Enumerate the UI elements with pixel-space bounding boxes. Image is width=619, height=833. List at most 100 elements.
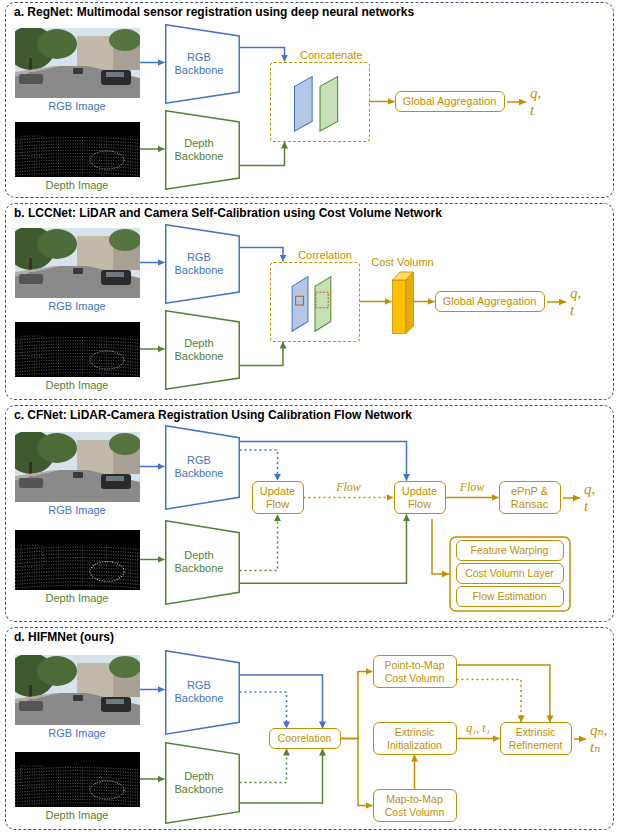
- scan-line: [15, 557, 140, 560]
- scan-line: [15, 550, 140, 553]
- car: [101, 70, 131, 85]
- process-box: Map-to-Map Cost Volumn: [373, 789, 457, 821]
- connector: [240, 514, 278, 570]
- backbone-outline: [165, 742, 239, 822]
- figure-panel: RGB ImageDepth ImageRGB BackboneDepth Ba…: [5, 627, 614, 830]
- car-points: [90, 151, 124, 169]
- backbone-trapezoid: Depth Backbone: [165, 310, 240, 390]
- box-label: Update Flow: [257, 485, 299, 510]
- image-caption: RGB Image: [48, 727, 105, 739]
- query-patch: [295, 296, 303, 305]
- box-label: Extrinsic Refinement: [505, 726, 567, 750]
- sensor-image: RGB Image: [15, 655, 140, 725]
- panel-title: a. RegNet: Multimodal sensor registratio…: [14, 5, 414, 19]
- scan-line: [15, 796, 140, 799]
- street-photo: [15, 655, 140, 725]
- panel-title: c. CFNet: LiDAR-Camera Registration Usin…: [14, 408, 412, 422]
- car-points: [90, 351, 124, 369]
- backbone-label: RGB Backbone: [171, 251, 227, 276]
- connector: [457, 738, 500, 740]
- backbone-outline: [165, 110, 239, 188]
- connector: [414, 755, 416, 790]
- backbone-outline: [165, 520, 239, 603]
- box-label: Global Aggregation: [443, 295, 537, 308]
- backbone-label: Depth Backbone: [171, 337, 227, 362]
- scan-line: [15, 172, 140, 175]
- depth-map: [15, 322, 140, 377]
- output-label: q, t: [570, 285, 581, 320]
- connector: [240, 142, 285, 166]
- feature-blocks: [271, 63, 369, 141]
- process-box: Cost Volumn Layer: [456, 563, 564, 583]
- tree: [37, 433, 77, 463]
- scan-line: [15, 786, 140, 789]
- tree: [109, 433, 140, 455]
- box-label: Global Aggregation: [403, 95, 497, 108]
- backbone-trapezoid: Depth Backbone: [165, 742, 240, 824]
- road: [15, 66, 140, 98]
- scan-line: [15, 578, 140, 581]
- scan-line: [15, 780, 140, 783]
- connector: [240, 675, 323, 728]
- scan-line: [15, 789, 140, 792]
- backbone-outline: [165, 310, 239, 388]
- scan-line: [15, 340, 140, 343]
- connector: [140, 689, 165, 691]
- connector: [140, 148, 165, 150]
- car-window: [106, 699, 124, 704]
- tree: [109, 229, 140, 251]
- tree: [37, 29, 77, 59]
- connector: [140, 778, 165, 780]
- scan-line: [15, 767, 140, 770]
- connector: [140, 262, 165, 264]
- depth-ground: [15, 752, 140, 807]
- details-frame: [450, 537, 570, 611]
- car: [19, 478, 43, 488]
- backbone-label: Depth Backbone: [171, 549, 227, 574]
- car-points: [90, 781, 124, 799]
- scan-line: [15, 546, 140, 549]
- output-label: qₙ, tₙ: [590, 722, 607, 757]
- building: [77, 36, 113, 70]
- scan-line: [15, 802, 140, 805]
- connector: [240, 48, 285, 62]
- output-arrow: [547, 301, 566, 303]
- tree: [37, 229, 77, 259]
- scan-line: [15, 770, 140, 773]
- backbone-trapezoid: RGB Backbone: [165, 24, 240, 104]
- scan-line: [15, 773, 140, 776]
- car: [73, 268, 83, 274]
- panel-title: b. LCCNet: LiDAR and Camera Self-Calibra…: [14, 206, 442, 220]
- rgb-feature: [294, 76, 312, 131]
- building: [77, 440, 113, 474]
- edge-label: Flow: [458, 480, 487, 495]
- process-box: Feature Warping: [456, 540, 564, 560]
- edge-label: Flow: [334, 480, 363, 495]
- box-label: Feature Warping: [471, 544, 549, 556]
- connector: [240, 342, 284, 366]
- output-arrow: [574, 738, 586, 740]
- connector: [140, 559, 165, 561]
- tree: [109, 656, 140, 678]
- search-window: [315, 292, 327, 308]
- car: [19, 74, 43, 84]
- box-label: Coorelation: [278, 732, 332, 744]
- figure-panel: RGB ImageDepth ImageRGB BackboneDepth Ba…: [5, 405, 614, 622]
- cost-volume-block: Cost Volumn: [392, 270, 414, 334]
- connector: [240, 248, 284, 262]
- scan-line: [15, 159, 140, 162]
- group-label: Correlation: [298, 249, 352, 261]
- dashed-group: Concatenate: [270, 62, 370, 142]
- scan-line: [15, 140, 140, 143]
- car: [101, 474, 131, 489]
- street-photo: [15, 28, 140, 98]
- process-box: Point-to-Map Cost Volumn: [373, 655, 457, 687]
- depth-map: [15, 530, 140, 590]
- box-label: Map-to-Map Cost Volumn: [378, 793, 452, 817]
- depth-feature: [320, 76, 338, 131]
- connector: [360, 301, 392, 303]
- sensor-image: Depth Image: [15, 322, 140, 377]
- tree-points: [21, 136, 43, 156]
